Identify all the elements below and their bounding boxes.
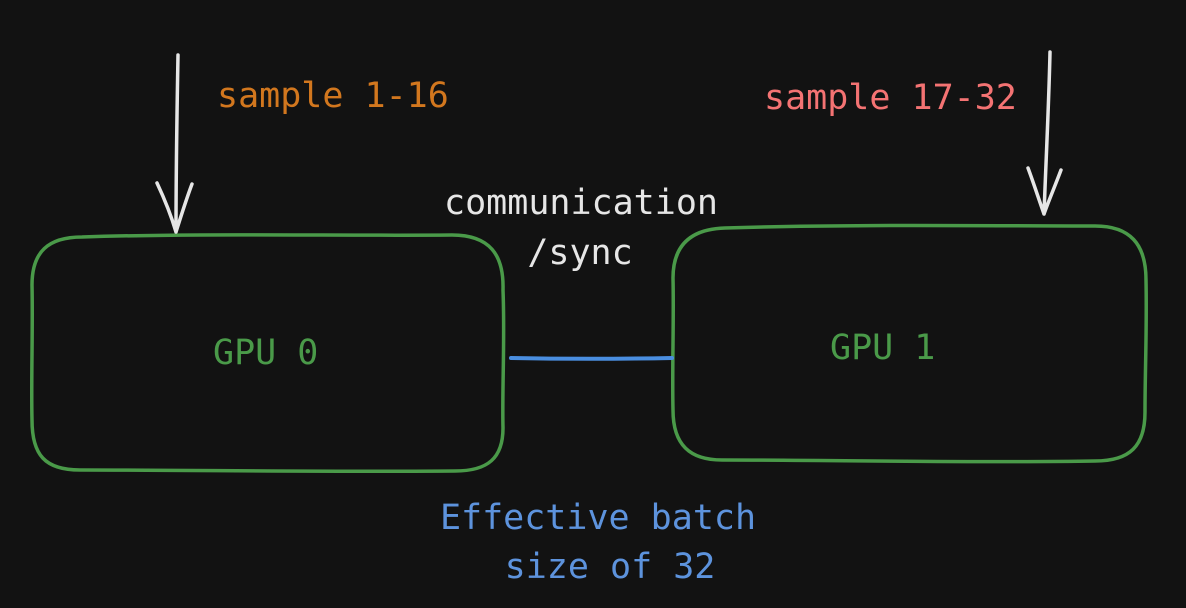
sync-link xyxy=(509,356,674,361)
gpu0-label: GPU 0 xyxy=(213,333,319,373)
input-arrow-gpu1 xyxy=(1026,50,1063,216)
sync-label-line2: /sync xyxy=(527,233,633,273)
gpu0-box xyxy=(29,233,506,474)
input-arrow-gpu0 xyxy=(155,53,194,234)
sync-label-line1: communication xyxy=(444,183,718,223)
gpu0-input-label: sample 1-16 xyxy=(217,76,449,116)
batch-caption-line2: size of 32 xyxy=(504,547,716,587)
gpu1-input-label: sample 17-32 xyxy=(764,78,1017,118)
gpu1-label: GPU 1 xyxy=(830,328,936,368)
gpu1-box xyxy=(670,223,1149,464)
batch-caption-line1: Effective batch xyxy=(439,498,757,538)
